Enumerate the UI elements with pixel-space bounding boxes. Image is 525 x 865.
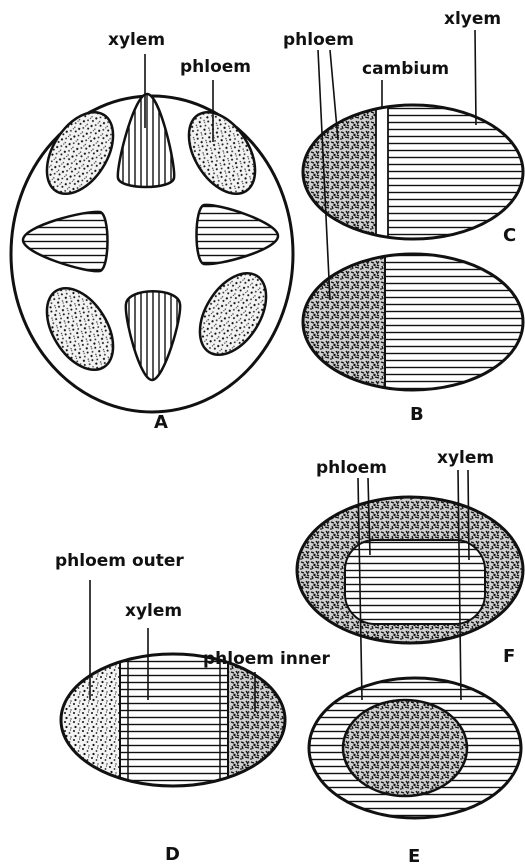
figure-letter-b: B <box>410 404 424 425</box>
figure-letter-a: A <box>154 412 168 433</box>
label-phloem: phloem <box>180 57 251 77</box>
label-phloem: phloem <box>316 458 387 478</box>
figure-b: B <box>300 250 525 425</box>
inner-phloem-region <box>228 650 298 790</box>
label-phloem: phloem <box>283 30 354 50</box>
figure-letter-d: D <box>165 844 180 865</box>
xylem-region <box>385 250 525 400</box>
figure-f: F <box>290 490 525 667</box>
figure-letter-c: C <box>503 225 516 246</box>
label-phloem-outer: phloem outer <box>55 551 184 571</box>
xylem-region <box>120 650 228 790</box>
xylem-leader-line <box>468 470 469 560</box>
label-xylem: xylem <box>125 601 182 621</box>
figure-c: C <box>300 100 525 250</box>
figure-e: E <box>305 676 525 865</box>
phloem-region <box>300 250 385 400</box>
phloem-core <box>343 700 467 796</box>
xylem-core <box>345 540 485 624</box>
cambium-strip <box>376 100 388 250</box>
label-phloem-inner: phloem inner <box>203 649 331 669</box>
figure-a: xylem phloem A <box>11 30 293 433</box>
figure-d: phloem outer xylem phloem inner D <box>55 551 331 865</box>
figure-letter-f: F <box>503 646 515 667</box>
label-xylem: xlyem <box>444 9 501 29</box>
xylem-leader-line <box>475 30 476 125</box>
outer-phloem-region <box>55 650 120 790</box>
label-cambium: cambium <box>362 59 449 79</box>
label-xylem: xylem <box>437 448 494 468</box>
label-xylem: xylem <box>108 30 165 50</box>
figure-letter-e: E <box>408 846 420 865</box>
